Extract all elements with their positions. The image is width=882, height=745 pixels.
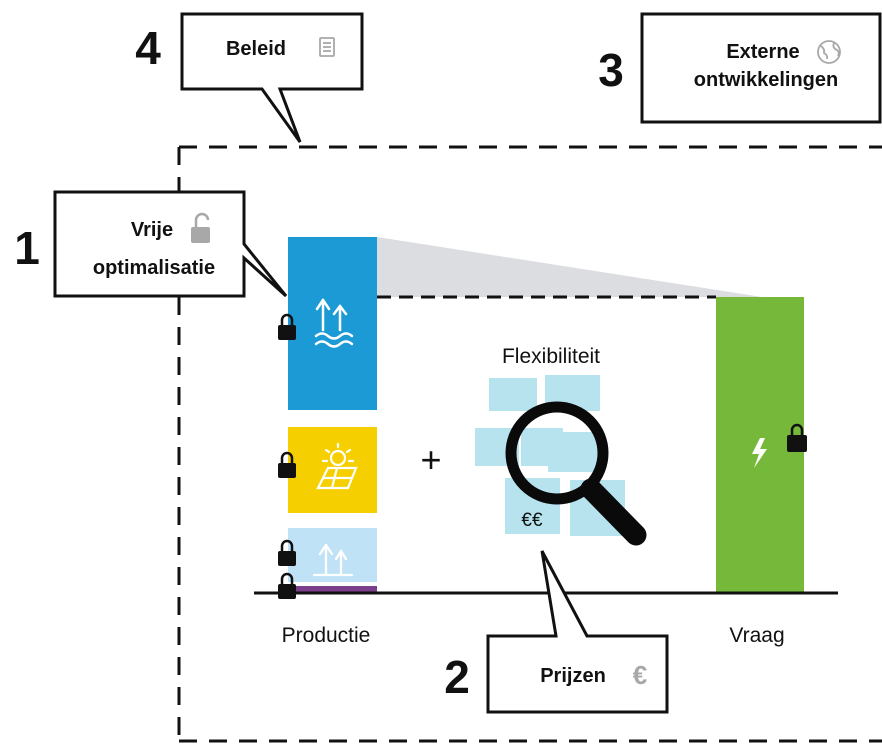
callout-number-1: 1 <box>14 222 40 274</box>
callout-number-2: 2 <box>444 651 470 703</box>
magnifying-glass-icon <box>505 401 647 546</box>
lock-icon <box>787 423 807 452</box>
document-icon <box>319 37 335 57</box>
offshore-wind-icon <box>314 298 354 348</box>
solar-block <box>288 427 377 513</box>
callout-text-optimalisatie: optimalisatie <box>93 257 215 279</box>
callout-text-externe: Externe <box>726 41 799 63</box>
solar-panel-icon <box>316 442 358 490</box>
lock-icon <box>278 313 296 340</box>
globe-icon <box>817 40 841 64</box>
callout-text-prijzen: Prijzen <box>540 665 606 687</box>
plus-sign: + <box>420 439 441 480</box>
callout-box-externe-ontwikkelingen <box>640 12 882 124</box>
lightning-icon <box>752 438 767 468</box>
callout-box-vrije-optimalisatie <box>53 190 288 298</box>
callout-number-3: 3 <box>598 44 624 96</box>
offshore-wind-block <box>288 237 377 410</box>
open-padlock-icon <box>191 212 210 243</box>
lock-icon <box>278 539 296 566</box>
flexibility-label: Flexibiliteit <box>502 345 600 368</box>
euro-icon: € <box>633 660 647 690</box>
wind-turbine-icon <box>312 543 354 577</box>
lock-icon <box>278 451 296 478</box>
callout-text-beleid: Beleid <box>226 38 286 60</box>
price-symbol: €€ <box>521 510 543 531</box>
callout-box-prijzen <box>486 550 669 714</box>
callout-text-ontwikkelingen: ontwikkelingen <box>694 69 838 91</box>
production-demand-wedge <box>377 237 762 297</box>
other-production-block <box>288 586 377 593</box>
callout-text-vrije: Vrije <box>131 219 173 241</box>
production-label: Productie <box>282 624 371 647</box>
callout-box-beleid <box>180 12 364 143</box>
demand-label: Vraag <box>729 624 784 647</box>
callout-number-4: 4 <box>135 22 161 74</box>
